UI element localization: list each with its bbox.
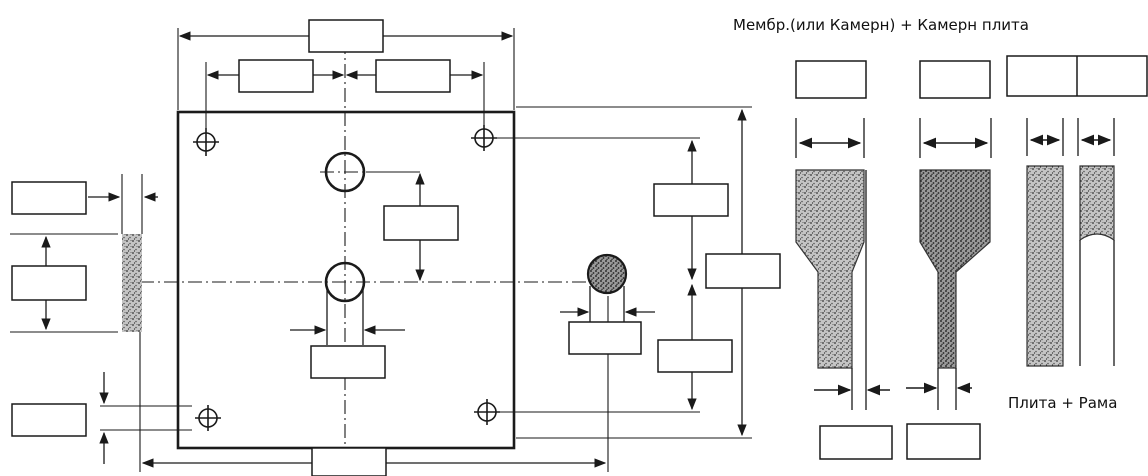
corner-hole-top-left (193, 128, 219, 156)
side-port-hole (586, 253, 628, 295)
label-box-section-2 (919, 60, 991, 99)
label-box-port-diameter (310, 345, 386, 379)
label-box-section-1-thickness (819, 425, 893, 460)
section-profile-chamber (919, 169, 991, 369)
label-box-plate-thickness (11, 181, 87, 215)
corner-hole-bottom-left (195, 405, 221, 431)
label-box-upper-height (653, 183, 729, 217)
main-plate-outline (176, 110, 516, 450)
label-box-right-spacing (375, 59, 451, 93)
plate-section-strip (122, 234, 142, 332)
label-box-overall-height (705, 253, 781, 289)
label-box-section-2-thickness (906, 423, 981, 460)
lower-port-hole (324, 261, 366, 303)
label-box-left-spacing (238, 59, 314, 93)
label-box-port-offset (311, 447, 387, 476)
section-profile-plate (1026, 165, 1064, 367)
label-box-port-spacing (383, 205, 459, 241)
corner-hole-top-right (471, 125, 497, 151)
label-box-side-port (568, 321, 642, 355)
label-box-section-height (11, 265, 87, 301)
label-box-overall-width (308, 19, 384, 53)
caption-membrane-chamber-plate: Мембр.(или Камерн) + Камерн плита (733, 16, 1029, 34)
caption-plate-frame: Плита + Рама (1008, 394, 1118, 412)
label-box-hole-offset (11, 403, 87, 437)
section-profile-membrane (795, 169, 865, 369)
label-box-section-1 (795, 60, 867, 99)
section-profile-frame (1079, 165, 1115, 242)
upper-port-hole (324, 151, 366, 193)
label-box-lower-height (657, 339, 733, 373)
